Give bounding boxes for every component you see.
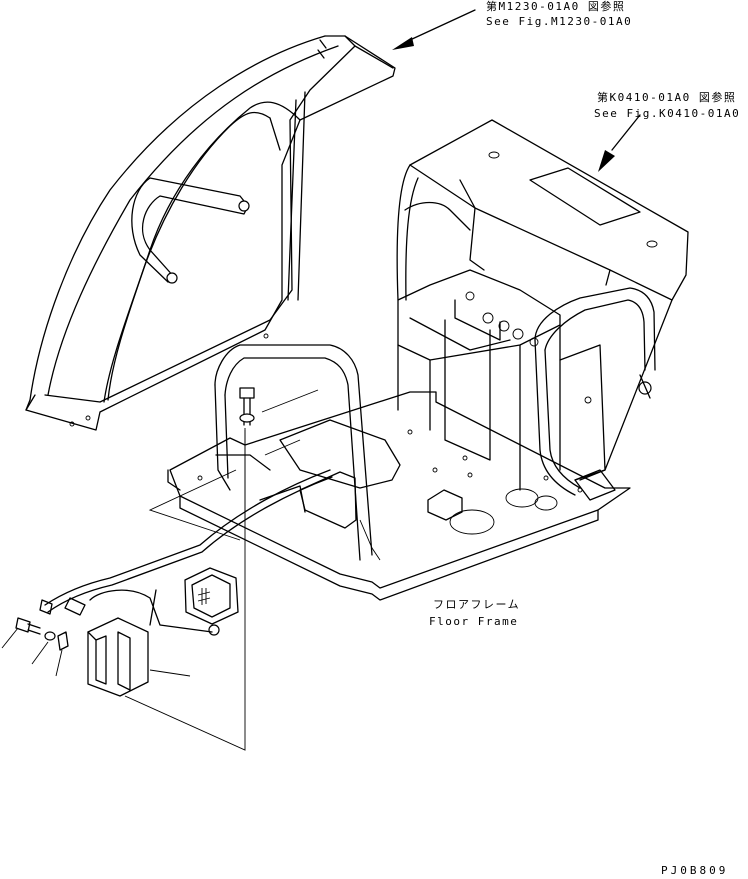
drawing-code: PJ0B809 (661, 864, 729, 877)
cab-reference-label-jp: 第M1230-01A0 図参照 (486, 0, 626, 13)
leader-lines (1, 389, 381, 751)
cab-reference-label-en: See Fig.M1230-01A0 (486, 15, 633, 28)
console-box-part (396, 119, 689, 481)
bolt-part (239, 387, 255, 426)
lamp-part (184, 567, 239, 636)
floor-frame-label-en: Floor Frame (429, 615, 519, 628)
seat-reference-label-jp: 第K0410-01A0 図参照 (597, 91, 737, 104)
seat-reference-label-en: See Fig.K0410-01A0 (594, 107, 741, 120)
floor-frame-part (167, 269, 656, 601)
wiring-harness-part (39, 469, 333, 633)
small-hardware-part (15, 617, 69, 651)
cab-frame-part (25, 35, 396, 431)
lamp-guard-part (87, 617, 149, 697)
floor-frame-label-jp: フロアフレーム (433, 598, 521, 611)
